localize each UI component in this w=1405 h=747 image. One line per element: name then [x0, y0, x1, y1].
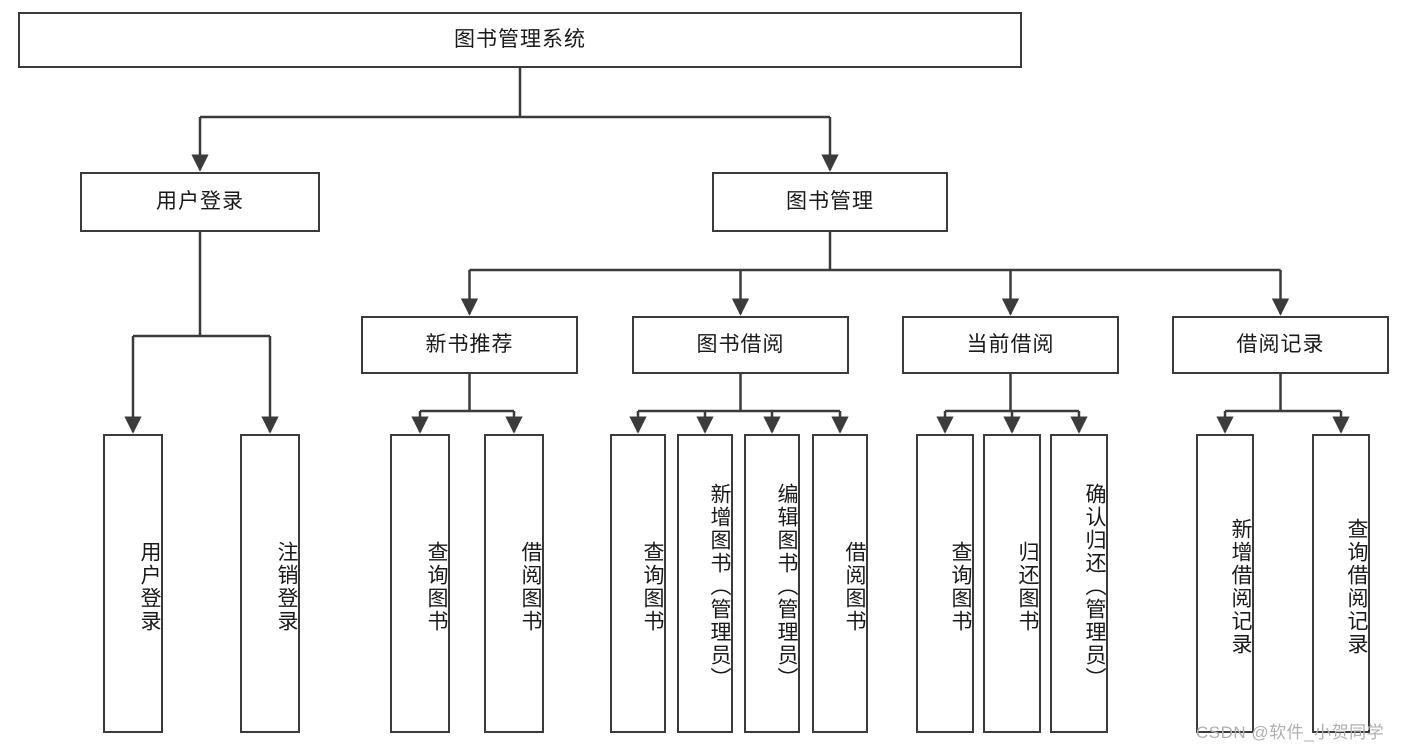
node-label: 新书推荐 — [425, 333, 514, 357]
node-borrow-record[interactable]: 借阅记录 — [1172, 316, 1389, 374]
node-root-图书管理系统[interactable]: 图书管理系统 — [18, 12, 1022, 68]
node-leaf-query-record[interactable]: 查询借阅记录 — [1312, 434, 1370, 733]
node-label: 图书管理系统 — [454, 28, 586, 52]
node-leaf-query-book-rec[interactable]: 查询图书 — [390, 434, 450, 733]
node-label: 当前借阅 — [966, 333, 1055, 357]
node-leaf-borrow-book[interactable]: 借阅图书 — [812, 434, 868, 733]
node-new-book-rec[interactable]: 新书推荐 — [361, 316, 578, 374]
node-label: 查询图书 — [641, 540, 664, 633]
node-leaf-query-book[interactable]: 查询图书 — [610, 434, 666, 733]
node-user-login[interactable]: 用户登录 — [80, 172, 320, 232]
node-leaf-borrow-book-rec[interactable]: 借阅图书 — [484, 434, 544, 733]
node-label: 新增借阅记录 — [1229, 517, 1252, 656]
node-label: 用户登录 — [138, 540, 161, 633]
node-label: 借阅图书 — [843, 540, 866, 633]
node-leaf-confirm-return[interactable]: 确认归还（管理员） — [1050, 434, 1108, 733]
csdn-watermark: CSDN @软件_小贺同学 — [1196, 723, 1385, 742]
node-leaf-query-book-cur[interactable]: 查询图书 — [916, 434, 974, 733]
node-leaf-edit-book[interactable]: 编辑图书（管理员） — [744, 434, 800, 733]
node-book-borrow[interactable]: 图书借阅 — [632, 316, 849, 374]
node-label: 查询图书 — [949, 540, 972, 633]
node-label: 新增图书（管理员） — [708, 483, 731, 690]
node-leaf-add-book[interactable]: 新增图书（管理员） — [677, 434, 733, 733]
node-label: 图书借阅 — [696, 333, 785, 357]
node-label: 编辑图书（管理员） — [775, 483, 798, 690]
node-label: 注销登录 — [275, 540, 298, 633]
node-label: 归还图书 — [1016, 540, 1039, 633]
node-leaf-user-login[interactable]: 用户登录 — [103, 434, 163, 733]
node-label: 确认归还（管理员） — [1083, 483, 1106, 690]
node-leaf-user-logout[interactable]: 注销登录 — [240, 434, 300, 733]
node-label: 查询图书 — [425, 540, 448, 633]
node-current-borrow[interactable]: 当前借阅 — [902, 316, 1119, 374]
node-book-manage[interactable]: 图书管理 — [712, 172, 948, 232]
node-leaf-return-book[interactable]: 归还图书 — [983, 434, 1041, 733]
node-label: 图书管理 — [786, 190, 874, 214]
node-label: 借阅记录 — [1236, 333, 1325, 357]
node-label: 借阅图书 — [519, 540, 542, 633]
node-label: 用户登录 — [156, 190, 244, 214]
node-label: 查询借阅记录 — [1345, 517, 1368, 656]
node-leaf-add-record[interactable]: 新增借阅记录 — [1196, 434, 1254, 733]
